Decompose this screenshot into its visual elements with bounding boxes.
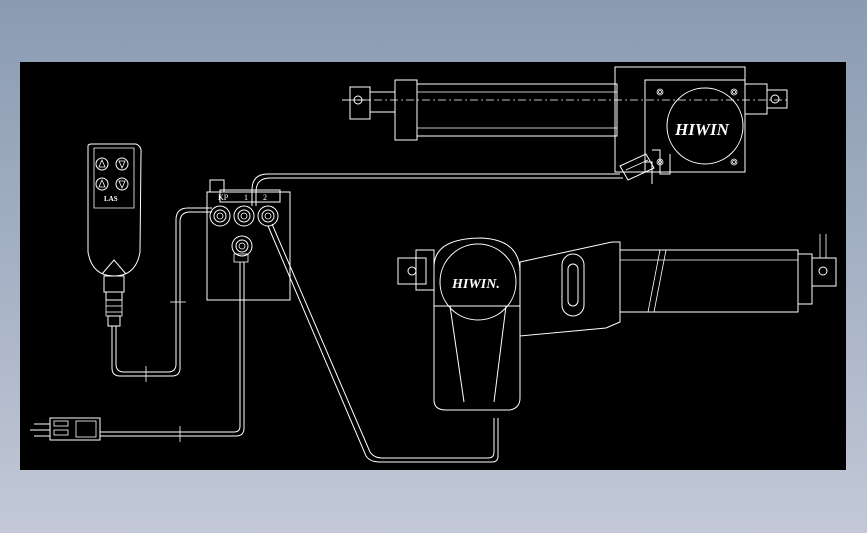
port-label-kp: KP — [218, 193, 229, 202]
actuator-system-drawing: HIWIN LAS KP 1 2 — [30, 66, 837, 463]
port-label-2: 2 — [263, 193, 267, 202]
handset-cable — [111, 211, 212, 377]
bottom-linear-actuator: HIWIN. — [397, 234, 837, 411]
bottom-brand-logo: HIWIN. — [451, 277, 500, 292]
port-label-1: 1 — [244, 193, 248, 202]
control-box: KP 1 2 — [206, 179, 291, 301]
top-brand-logo: HIWIN — [674, 120, 730, 139]
bottom-actuator-cable — [267, 225, 499, 463]
top-linear-actuator: HIWIN — [342, 66, 790, 184]
hand-controller: LAS — [87, 143, 142, 327]
power-cable — [100, 262, 241, 433]
cad-viewport[interactable]: HIWIN LAS KP 1 2 — [20, 62, 846, 470]
top-actuator-cable — [251, 173, 620, 206]
handset-badge: LAS — [104, 195, 118, 203]
power-plug — [30, 417, 101, 441]
